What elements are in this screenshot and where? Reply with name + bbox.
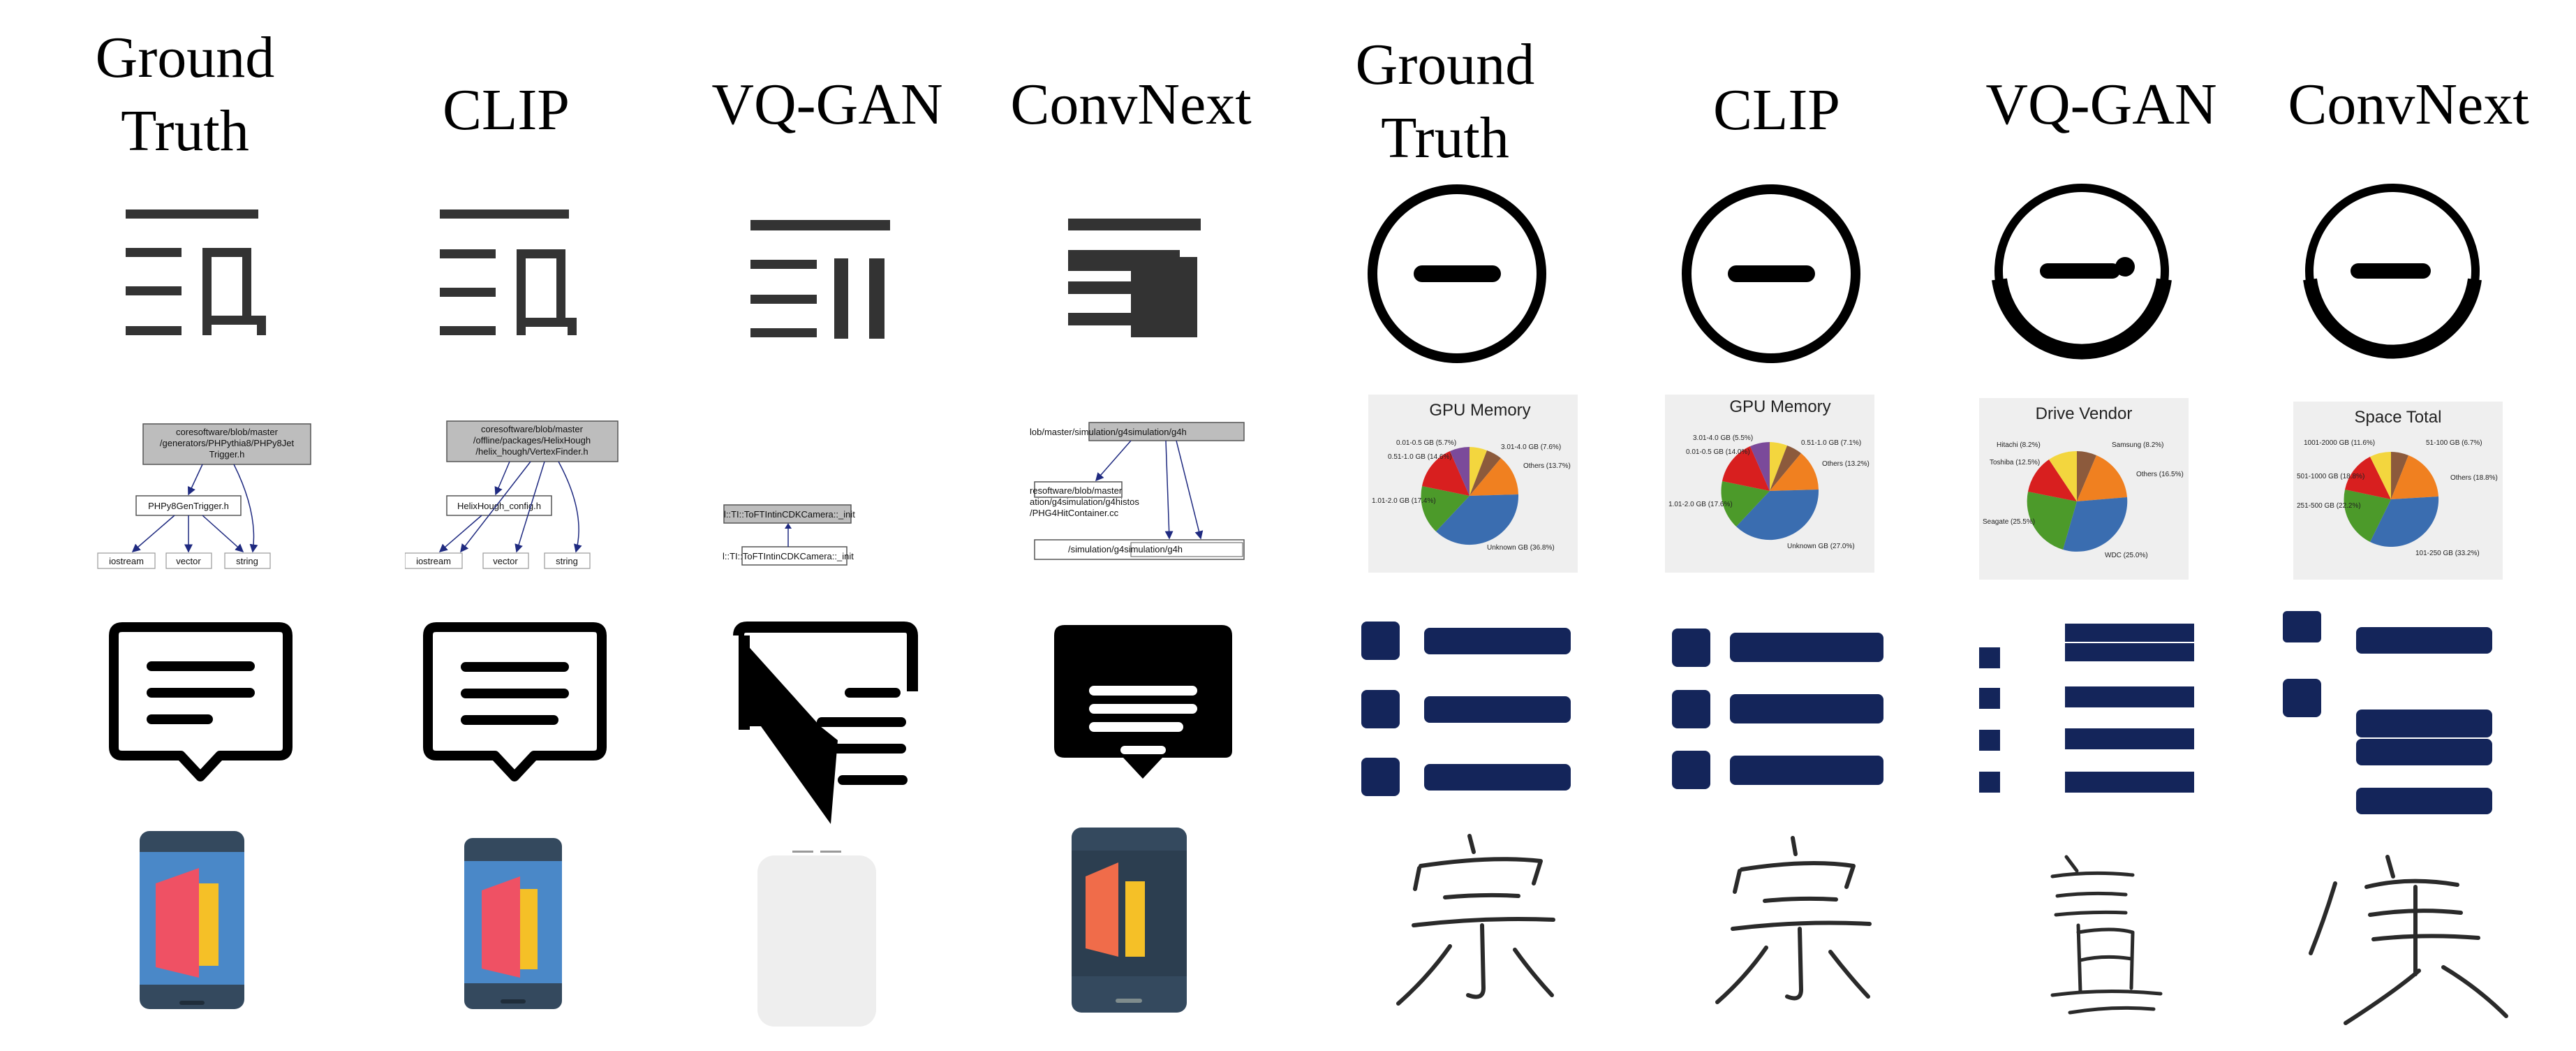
- header-left-vqgan: VQ-GAN: [711, 72, 943, 137]
- svg-text:Seagate (25.5%): Seagate (25.5%): [1983, 518, 2035, 526]
- row1-clip-minus-circle-icon: [1679, 182, 1864, 367]
- row3-vqgan-list-icon: [1976, 618, 2206, 800]
- graph-node-mid: resoftware/blob/master: [1030, 485, 1123, 496]
- svg-text:Others (16.5%): Others (16.5%): [2136, 471, 2184, 478]
- svg-text:iostream: iostream: [109, 556, 144, 566]
- graph-node-mid: PHPy8GenTrigger.h: [148, 501, 229, 511]
- svg-text:Others (18.8%): Others (18.8%): [2450, 474, 2498, 482]
- svg-text:/offline/packages/HelixHough: /offline/packages/HelixHough: [473, 435, 591, 446]
- svg-text:WDC (25.0%): WDC (25.0%): [2105, 552, 2148, 559]
- header-left-convnext: ConvNext: [1010, 72, 1252, 137]
- row2-clip-pie-chart: GPU Memory 3.01-4.0 GB (5.5%) 0.01-0.5 G…: [1665, 395, 1874, 573]
- svg-text:251-500 GB (22.2%): 251-500 GB (22.2%): [2297, 502, 2361, 510]
- svg-text:/helix_hough/VertexFinder.h: /helix_hough/VertexFinder.h: [475, 446, 588, 457]
- svg-text:string: string: [236, 556, 258, 566]
- svg-text:3.01-4.0 GB (5.5%): 3.01-4.0 GB (5.5%): [1693, 434, 1753, 442]
- svg-text:vector: vector: [176, 556, 201, 566]
- svg-text:1.01-2.0 GB (17.4%): 1.01-2.0 GB (17.4%): [1372, 497, 1436, 505]
- svg-text:Samsung (8.2%): Samsung (8.2%): [2112, 441, 2163, 449]
- row2-vqgan-dependency-graph: l::TI::ToFTIntinCDKCamera::_init l::TI::…: [716, 416, 939, 569]
- svg-text:/PHG4HitContainer.cc: /PHG4HitContainer.cc: [1030, 508, 1119, 518]
- svg-text:Toshiba (12.5%): Toshiba (12.5%): [1990, 459, 2040, 466]
- row1-vqgan-minus-circle-icon: [1990, 182, 2175, 367]
- header-right-vqgan: VQ-GAN: [1985, 72, 2217, 137]
- svg-text:/generators/PHPythia8/PHPy8Jet: /generators/PHPythia8/PHPy8Jet: [160, 438, 295, 448]
- row2-convnext-pie-chart: Space Total 1001-2000 GB (11.6%) 501-100…: [2293, 402, 2503, 580]
- svg-text:1.01-2.0 GB (17.6%): 1.01-2.0 GB (17.6%): [1668, 501, 1733, 508]
- row4-convnext-phone-icon: [1068, 824, 1190, 1016]
- svg-text:1001-2000 GB (11.6%): 1001-2000 GB (11.6%): [2304, 439, 2375, 447]
- row3-convnext-list-icon: [2279, 608, 2510, 824]
- svg-text:Others (13.2%): Others (13.2%): [1822, 460, 1870, 468]
- svg-text:3.01-4.0 GB (7.6%): 3.01-4.0 GB (7.6%): [1501, 443, 1561, 451]
- graph-node-bottom: l::TI::ToFTIntinCDKCamera::_init: [723, 551, 854, 561]
- row4-gt-handwritten-character: [1386, 828, 1560, 1016]
- header-left-ground-truth: Ground Truth: [95, 25, 275, 163]
- row3-clip-message-bubble-icon: [422, 622, 607, 793]
- row1-convnext-minus-circle-icon: [2300, 182, 2485, 367]
- row4-clip-handwritten-character: [1703, 828, 1878, 1016]
- row4-convnext-handwritten-character: [2304, 848, 2513, 1030]
- svg-text:vector: vector: [493, 556, 518, 566]
- svg-text:0.51-1.0 GB (7.1%): 0.51-1.0 GB (7.1%): [1801, 439, 1861, 447]
- row1-convnext-lines-icon: [1068, 215, 1215, 344]
- row1-gt-lines-icon: [126, 206, 272, 339]
- row2-convnext-dependency-graph: lob/master/simulation/g4simulation/g4h r…: [1026, 416, 1250, 569]
- row3-gt-message-bubble-icon: [108, 622, 293, 793]
- row1-gt-minus-circle-icon: [1365, 182, 1550, 367]
- svg-text:0.01-0.5 GB (5.7%): 0.01-0.5 GB (5.7%): [1396, 439, 1456, 447]
- row3-vqgan-message-bubble-icon: [733, 622, 918, 824]
- pie-title: Drive Vendor: [2036, 404, 2133, 423]
- row2-vqgan-pie-chart: Drive Vendor Hitachi (8.2%) Toshiba (12.…: [1979, 398, 2189, 580]
- header-left-clip: CLIP: [442, 78, 570, 142]
- header-right-clip: CLIP: [1712, 78, 1841, 142]
- graph-node-top: coresoftware/blob/master: [481, 424, 584, 434]
- row4-vqgan-phone-icon: [750, 838, 883, 1030]
- svg-text:string: string: [556, 556, 578, 566]
- row2-clip-dependency-graph: coresoftware/blob/master /offline/packag…: [405, 416, 628, 569]
- graph-node-top: coresoftware/blob/master: [176, 427, 279, 437]
- row2-gt-dependency-graph: coresoftware/blob/master /generators/PHP…: [91, 416, 314, 569]
- header-right-convnext: ConvNext: [2288, 72, 2529, 137]
- graph-node-bottom: /simulation/g4simulation/g4h: [1068, 544, 1183, 554]
- svg-text:501-1000 GB (18.8%): 501-1000 GB (18.8%): [2297, 473, 2364, 480]
- row3-convnext-message-bubble-icon: [1051, 622, 1236, 793]
- pie-title: GPU Memory: [1729, 397, 1830, 416]
- svg-text:ation/g4simulation/g4histos: ation/g4simulation/g4histos: [1030, 497, 1139, 507]
- row2-gt-pie-chart: GPU Memory 0.01-0.5 GB (5.7%) 0.51-1.0 G…: [1368, 395, 1578, 573]
- graph-node-mid: HelixHough_config.h: [457, 501, 541, 511]
- svg-text:0.51-1.0 GB (14.6%): 0.51-1.0 GB (14.6%): [1388, 453, 1452, 461]
- graph-node-top: lob/master/simulation/g4simulation/g4h: [1030, 427, 1187, 437]
- svg-text:Trigger.h: Trigger.h: [209, 449, 245, 460]
- row4-vqgan-handwritten-character: [2028, 848, 2168, 1020]
- svg-text:Hitachi (8.2%): Hitachi (8.2%): [1997, 441, 2041, 449]
- row3-gt-list-icon: [1358, 618, 1588, 800]
- pie-title: GPU Memory: [1429, 401, 1530, 420]
- svg-text:51-100 GB (6.7%): 51-100 GB (6.7%): [2426, 439, 2482, 447]
- row4-clip-phone-icon: [461, 835, 565, 1013]
- row3-clip-list-icon: [1668, 622, 1899, 803]
- row4-gt-phone-icon: [136, 828, 248, 1013]
- svg-text:0.01-0.5 GB (14.0%): 0.01-0.5 GB (14.0%): [1686, 448, 1750, 456]
- svg-text:Unknown GB (36.8%): Unknown GB (36.8%): [1487, 544, 1555, 552]
- svg-text:iostream: iostream: [416, 556, 451, 566]
- svg-text:Unknown GB (27.0%): Unknown GB (27.0%): [1787, 543, 1855, 550]
- svg-text:Others (13.7%): Others (13.7%): [1523, 462, 1571, 470]
- row1-vqgan-lines-icon: [750, 216, 897, 342]
- row1-clip-lines-icon: [440, 206, 586, 339]
- pie-title: Space Total: [2355, 408, 2442, 427]
- svg-text:101-250 GB (33.2%): 101-250 GB (33.2%): [2415, 550, 2480, 557]
- header-right-ground-truth: Ground Truth: [1355, 32, 1535, 170]
- graph-node-top: l::TI::ToFTIntinCDKCamera::_init: [724, 509, 855, 520]
